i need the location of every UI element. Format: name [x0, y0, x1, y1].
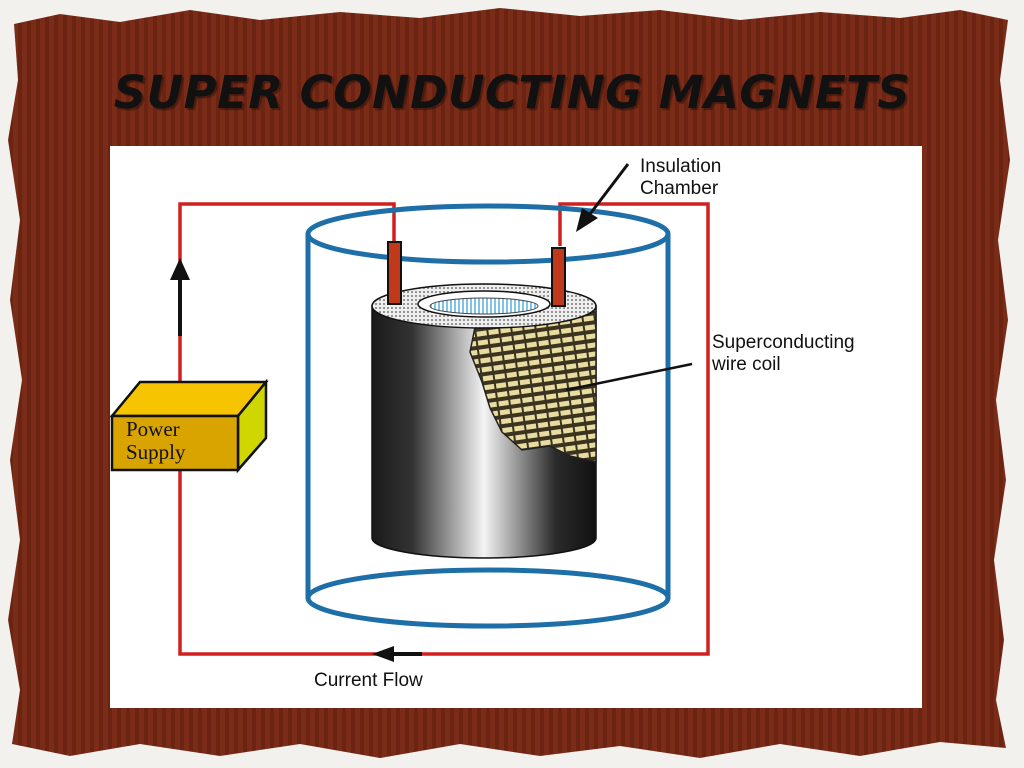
power-supply-box	[110, 378, 269, 474]
coil-label: Superconducting wire coil	[712, 332, 855, 376]
left-arrow-icon	[372, 646, 422, 662]
insulation-chamber-label: Insulation Chamber	[640, 156, 721, 200]
power-supply-label: Power Supply	[126, 418, 186, 464]
current-flow-label: Current Flow	[314, 670, 423, 691]
coil-cylinder	[371, 283, 597, 559]
coil-pointer-line	[565, 362, 693, 392]
up-arrow-icon	[170, 258, 190, 336]
coil-label-line2: wire coil	[712, 354, 781, 375]
power-label-line1: Power	[126, 417, 180, 441]
pointer-arrow-icon	[576, 163, 630, 232]
slide-title: SUPER CONDUCTING MAGNETS	[113, 66, 911, 119]
power-label-line2: Supply	[126, 440, 186, 464]
coil-label-line1: Superconducting	[712, 332, 855, 353]
insulation-label-line2: Chamber	[640, 178, 719, 199]
magnet-diagram	[110, 163, 710, 662]
coil-terminals	[387, 241, 566, 307]
diagram-panel: Insulation Chamber Superconducting wire …	[110, 146, 922, 708]
insulation-chamber	[305, 203, 671, 629]
insulation-label-line1: Insulation	[640, 156, 722, 177]
